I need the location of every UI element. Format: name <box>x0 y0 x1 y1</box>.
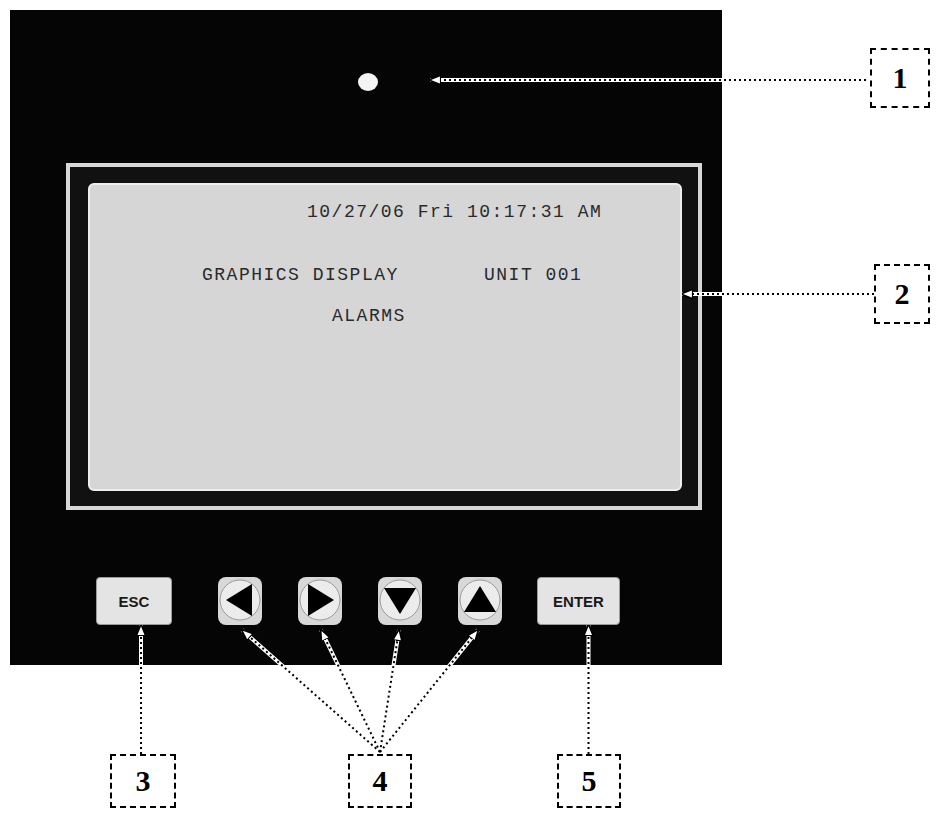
leader-halo <box>242 630 478 752</box>
leader-line <box>242 630 380 752</box>
date-time-readout: 10/27/06 Fri 10:17:31 AM <box>307 202 602 224</box>
leader-line <box>682 293 874 295</box>
leader-line <box>588 625 590 754</box>
leader-line <box>140 625 142 754</box>
lcd-screen: 10/27/06 Fri 10:17:31 AM GRAPHICS DISPLAY… <box>88 183 682 491</box>
down-button-face <box>380 580 420 620</box>
down-arrow-symbol <box>384 588 416 614</box>
callout-number: 3 <box>110 754 176 808</box>
screen-heading: GRAPHICS DISPLAY <box>202 265 399 287</box>
status-led <box>358 73 378 91</box>
leader-line <box>380 630 399 752</box>
leader-halo <box>682 292 874 296</box>
callout-label: 1 <box>893 63 908 93</box>
callout-number: 1 <box>870 48 930 108</box>
left-arrow-symbol <box>226 584 252 616</box>
leader-halo <box>139 625 143 754</box>
right-button <box>298 577 342 625</box>
left-button <box>218 577 262 625</box>
right-arrow-symbol <box>308 584 334 616</box>
button-label: ESC <box>119 593 150 610</box>
leader-halo <box>430 78 866 82</box>
button-label: ENTER <box>553 593 604 610</box>
callout-label: 5 <box>582 766 597 796</box>
up-arrow-symbol <box>464 586 496 612</box>
leader-line <box>380 630 478 752</box>
up-button-face <box>460 580 500 620</box>
callout-number: 2 <box>874 264 930 324</box>
left-button-face <box>220 580 260 620</box>
leader-arrow <box>682 294 874 295</box>
leader-arrow <box>141 625 142 754</box>
leader-line <box>430 79 866 81</box>
screen-bezel <box>68 165 700 508</box>
callout-number: 5 <box>557 754 621 808</box>
unit-number: UNIT 001 <box>484 265 582 287</box>
enter-button: ENTER <box>537 577 620 625</box>
leader-line <box>321 630 380 752</box>
leader-arrow <box>588 625 589 754</box>
arrow-buttons <box>218 577 502 625</box>
up-button <box>458 577 502 625</box>
esc-button: ESC <box>96 577 172 625</box>
leader-halo <box>587 625 591 754</box>
callout-label: 3 <box>136 766 151 796</box>
callout-number: 4 <box>348 754 412 808</box>
panel-housing <box>10 10 722 665</box>
callout-label: 4 <box>373 766 388 796</box>
menu-item: ALARMS <box>332 306 406 328</box>
right-button-face <box>300 580 340 620</box>
down-button <box>378 577 422 625</box>
callout-label: 2 <box>895 279 910 309</box>
